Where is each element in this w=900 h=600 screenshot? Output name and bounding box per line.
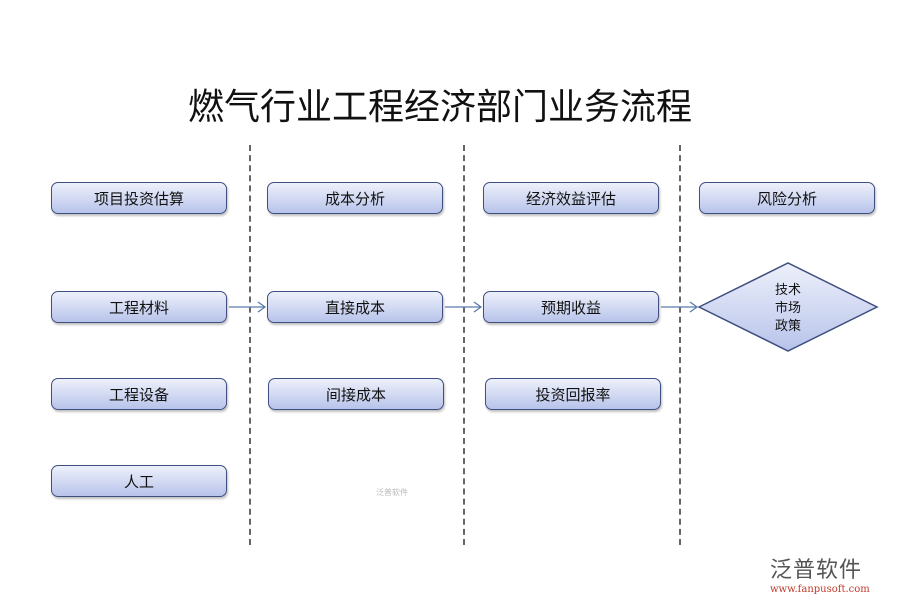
box-materials[interactable]: 工程材料	[51, 291, 227, 323]
box-direct-cost[interactable]: 直接成本	[267, 291, 443, 323]
box-roi[interactable]: 投资回报率	[485, 378, 661, 410]
logo: 泛普软件 www.fanpusoft.com	[770, 552, 870, 595]
risk-policy: 政策	[774, 319, 801, 334]
header-box-cost-analysis[interactable]: 成本分析	[267, 182, 443, 214]
box-equipment[interactable]: 工程设备	[51, 378, 227, 410]
header-box-benefit-evaluation[interactable]: 经济效益评估	[483, 182, 659, 214]
logo-name: 泛普软件	[770, 558, 863, 583]
risk-diamond	[697, 262, 879, 352]
page-title: 燃气行业工程经济部门业务流程	[187, 87, 692, 128]
header-box-risk-analysis[interactable]: 风险分析	[699, 182, 875, 214]
watermark: 泛普软件	[376, 488, 408, 497]
lane-divider	[679, 145, 681, 545]
lane-divider	[463, 145, 465, 545]
logo-url: www.fanpusoft.com	[770, 584, 870, 595]
risk-market: 市场	[774, 301, 801, 316]
box-indirect-cost[interactable]: 间接成本	[268, 378, 444, 410]
risk-diamond-text: 技术 市场 政策	[738, 282, 838, 336]
box-expected-revenue[interactable]: 预期收益	[483, 291, 659, 323]
risk-technology: 技术	[774, 283, 801, 298]
lane-divider	[249, 145, 251, 545]
box-labor[interactable]: 人工	[51, 465, 227, 497]
header-box-investment-estimate[interactable]: 项目投资估算	[51, 182, 227, 214]
